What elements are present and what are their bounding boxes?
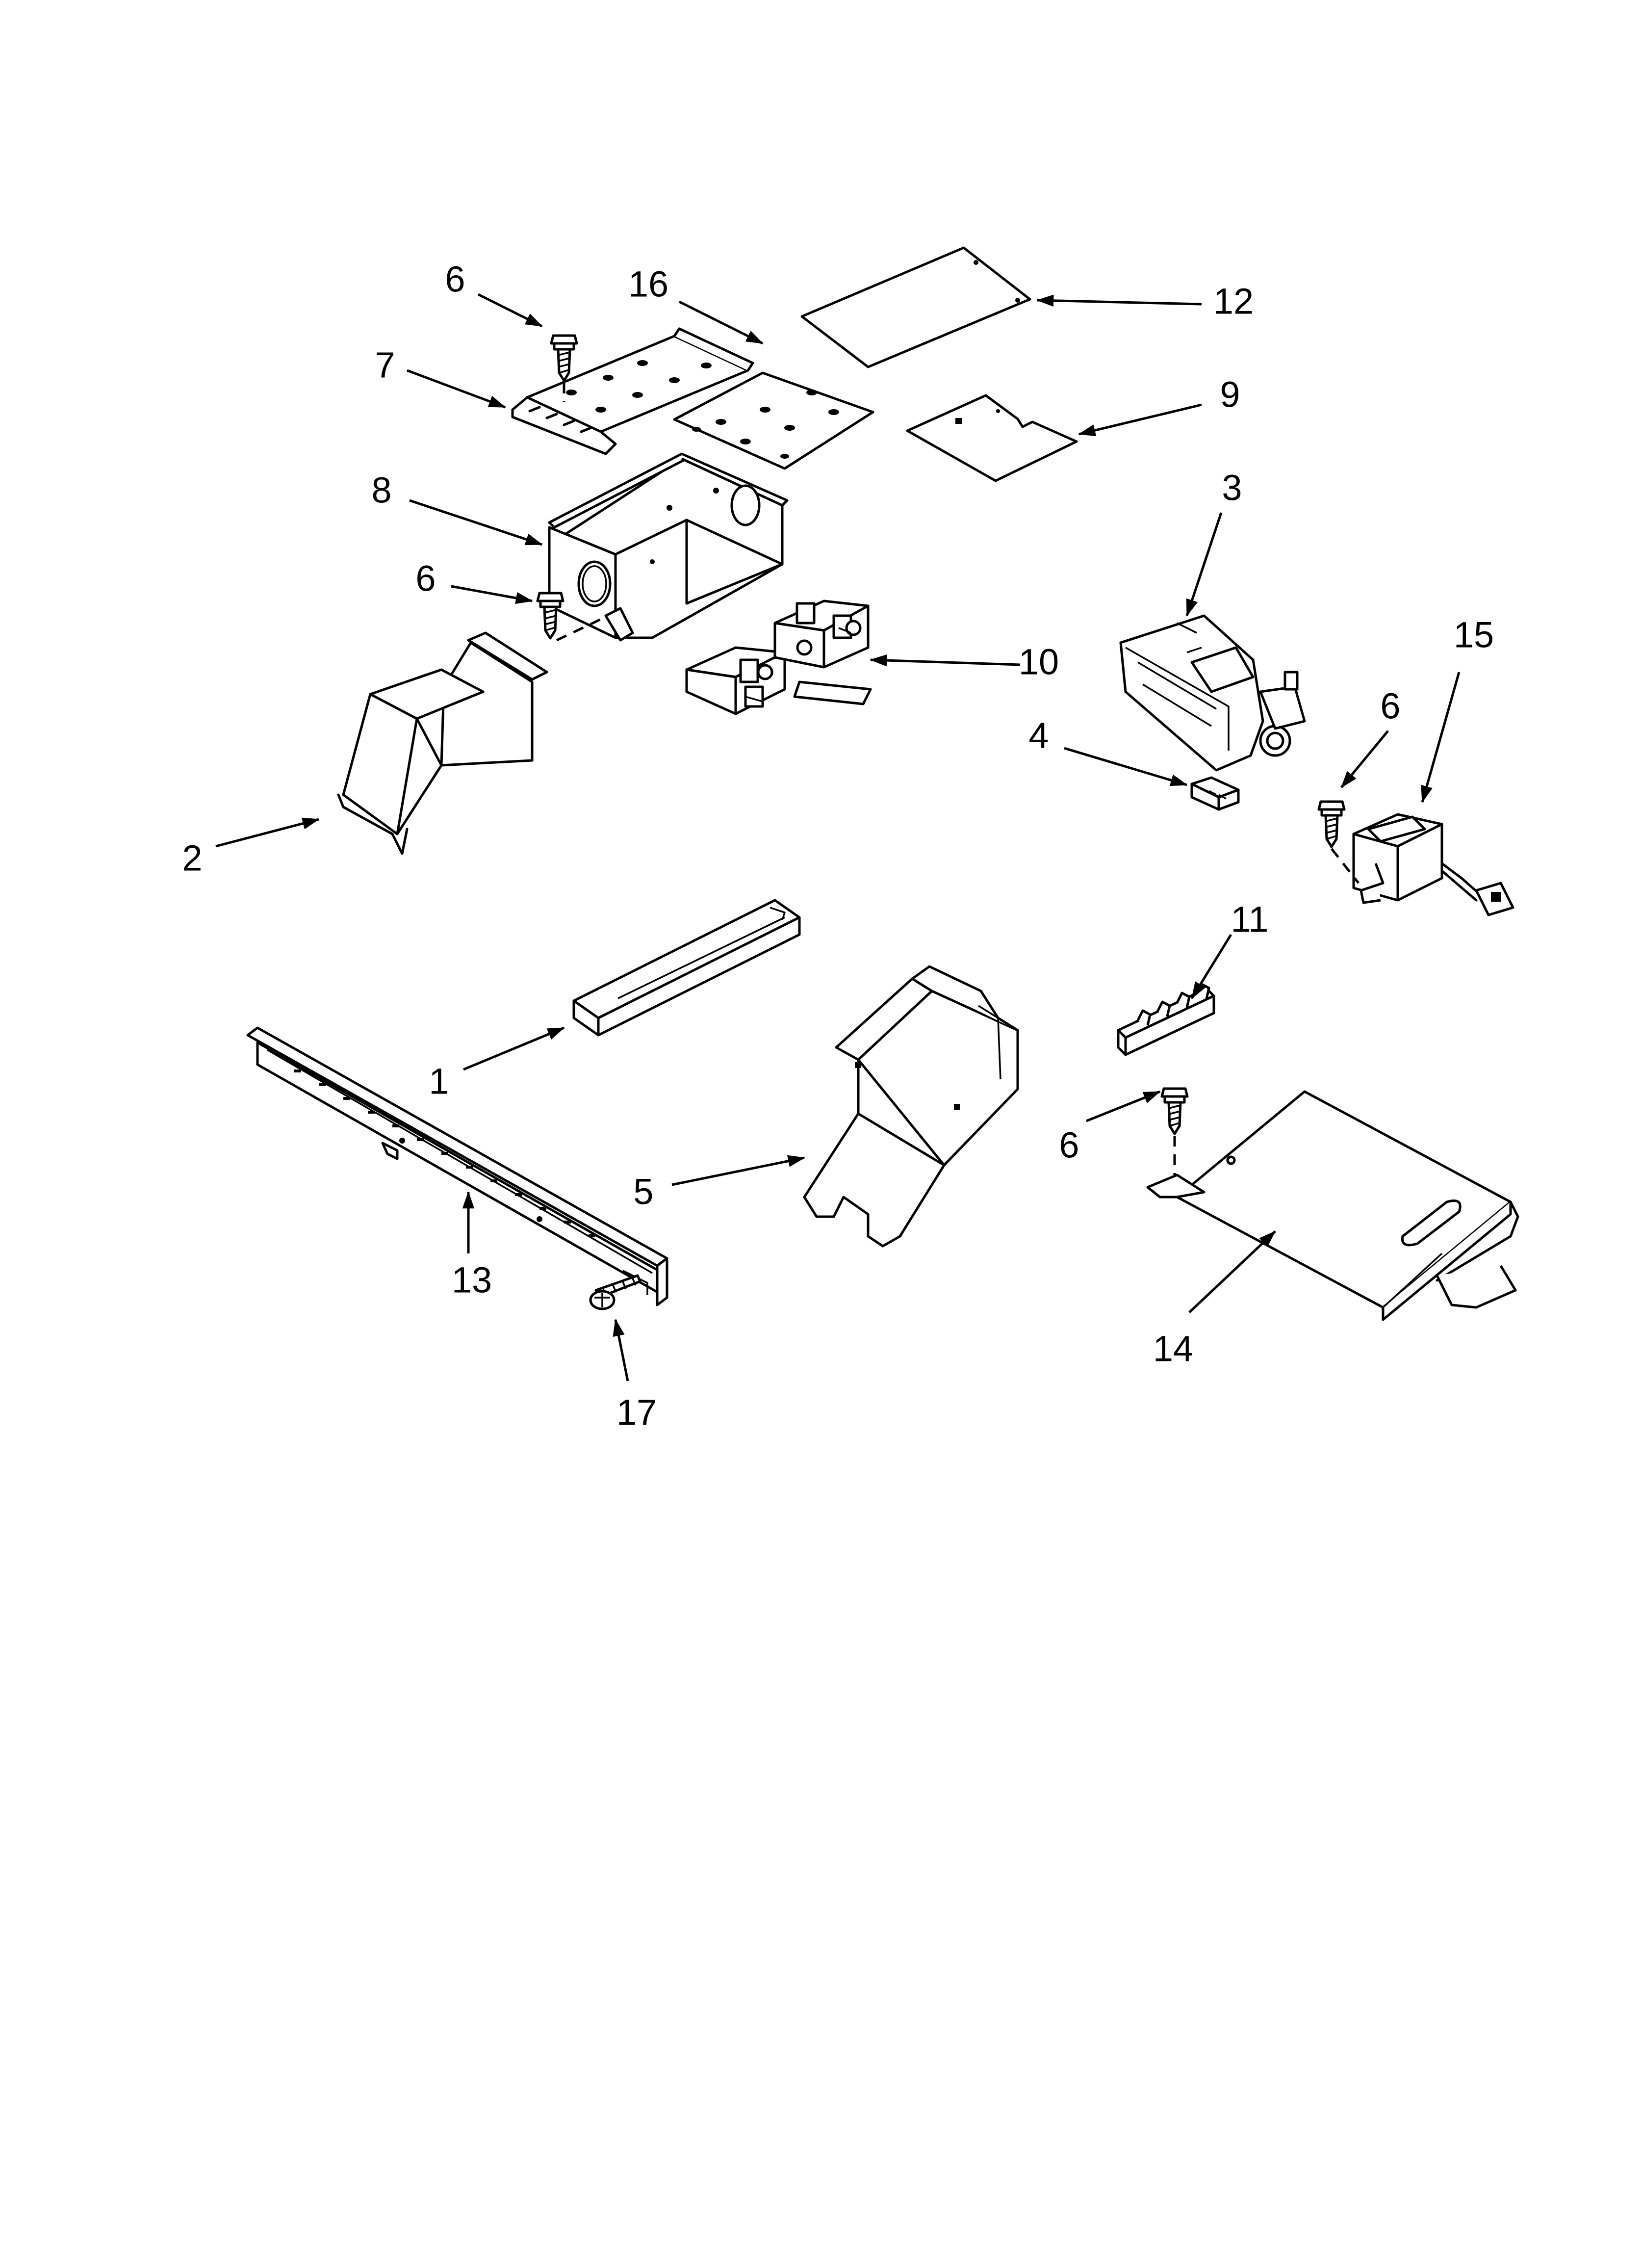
leader-8 (409, 499, 543, 546)
callout-3: 3 (1222, 468, 1242, 508)
leader-6-shelf (1086, 1090, 1161, 1122)
leader-7 (407, 369, 506, 409)
part-9-insulator (906, 394, 1078, 482)
leader-16 (678, 300, 764, 345)
part-15-transformer (1352, 813, 1514, 916)
part-16-plate (673, 371, 874, 470)
callout-15: 15 (1454, 615, 1494, 655)
part-7-mount-plate (511, 327, 754, 455)
callout-7: 7 (375, 345, 395, 386)
leader-6-box (451, 585, 533, 604)
part-6-screw-shelf (1162, 1089, 1187, 1177)
leader-12 (1036, 294, 1202, 307)
callout-6-shelf: 6 (1059, 1125, 1079, 1166)
callout-4: 4 (1028, 715, 1049, 756)
callout-9: 9 (1220, 374, 1240, 415)
leader-15 (1421, 672, 1461, 803)
callout-5: 5 (633, 1172, 653, 1212)
part-14-shelf-bracket (1146, 1090, 1519, 1321)
part-2-duct-cover (337, 631, 548, 855)
leader-6-top (477, 293, 543, 328)
part-4-connector (1190, 776, 1240, 811)
callout-16: 16 (628, 264, 668, 305)
callout-6-top: 6 (445, 259, 465, 300)
callout-10: 10 (1019, 642, 1059, 682)
callout-17: 17 (616, 1392, 657, 1433)
part-3-switch-assembly (1119, 614, 1306, 772)
part-5-bracket (803, 965, 1019, 1248)
leader-4 (1064, 747, 1188, 786)
part-11-wire-clip (1117, 983, 1215, 1056)
leader-lines (215, 293, 1461, 1382)
callout-6-transformer: 6 (1380, 686, 1400, 727)
callout-13: 13 (452, 1260, 492, 1301)
part-17-screw (589, 1274, 641, 1310)
callout-1: 1 (429, 1061, 449, 1102)
leader-6-transformer (1340, 730, 1389, 788)
callout-12: 12 (1213, 281, 1254, 322)
part-1-channel (572, 899, 801, 1037)
part-8-terminal-box (548, 452, 789, 642)
leader-1 (463, 1026, 565, 1071)
callout-labels: 6 16 12 9 7 8 6 3 10 15 6 4 2 11 1 6 5 1… (182, 259, 1494, 1433)
callout-6-box: 6 (415, 558, 436, 599)
part-6-screw-top (551, 336, 577, 402)
callout-8: 8 (371, 470, 391, 511)
callout-11: 11 (1231, 899, 1269, 940)
part-12-cover-plate (800, 246, 1031, 368)
callout-2: 2 (182, 838, 202, 879)
part-13-rail (246, 1026, 668, 1306)
part-10-terminal-block (685, 600, 872, 715)
leader-14 (1188, 1230, 1276, 1313)
leader-9 (1078, 403, 1202, 437)
leader-17 (613, 1319, 629, 1382)
leader-3 (1185, 512, 1223, 617)
leader-11 (1190, 934, 1232, 999)
callout-14: 14 (1153, 1329, 1193, 1369)
leader-5 (671, 1155, 805, 1186)
leader-2 (215, 817, 320, 848)
part-6-screw-transformer (1319, 802, 1360, 884)
part-6-screw-box (538, 593, 604, 642)
leader-10 (870, 654, 1021, 667)
